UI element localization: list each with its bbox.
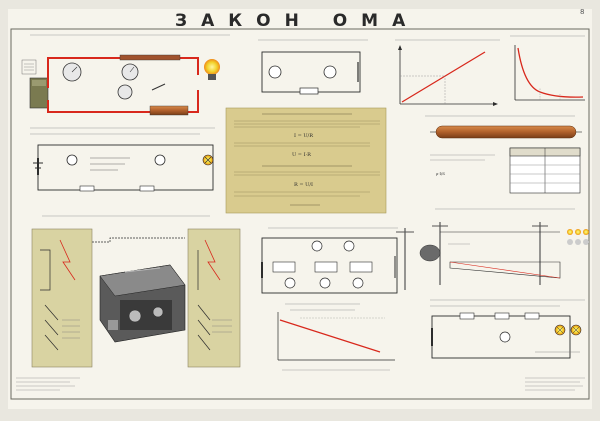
generator-icon: [419, 244, 441, 262]
simple-circuit-diagram: [258, 39, 368, 95]
decay-line-icon: [279, 319, 381, 353]
linear-graph: [395, 39, 500, 106]
gauge-icon: [117, 84, 133, 100]
resistor-rod-icon: [149, 105, 189, 116]
svg-text:ρ·l/S: ρ·l/S: [436, 171, 445, 176]
hyperbola-graph: [510, 35, 585, 101]
poster-title: ЗАКОН ОМА: [175, 11, 419, 31]
relay-device-icon: [99, 264, 186, 343]
circuit-photo-diagram: [21, 34, 230, 116]
conductor-rod-diagram: [425, 115, 582, 139]
poster-frame: [10, 28, 590, 400]
parallel-circuit-diagram: [261, 227, 398, 294]
voltmeter-symbol-icon: [268, 65, 282, 79]
resistance-table: ρ·l/S: [430, 147, 581, 194]
formula-ohm: I = U/R: [294, 133, 313, 139]
bottom-right-circuit: [430, 299, 585, 359]
copper-conductor-icon: [435, 125, 577, 139]
relay-left-panel: [31, 228, 93, 368]
voltage-drop-graph: [277, 303, 395, 371]
wire-red-bottom: [47, 100, 150, 113]
relay-right-panel: [187, 228, 241, 368]
page-number: 8: [580, 8, 584, 16]
series-circuit-diagram: [30, 127, 215, 192]
formula-voltage: U = I·R: [292, 152, 311, 158]
footer-legend-right: [525, 377, 585, 391]
linear-line-icon: [401, 51, 486, 103]
switch-icon: [151, 83, 166, 91]
lamp-icon: [204, 59, 220, 75]
relay-equipment: [31, 215, 241, 368]
footer-legend: [16, 377, 80, 391]
voltage-drop-line-diagram: [396, 208, 589, 290]
formula-panel: I = U/R U = I·R R = U/I: [225, 107, 387, 214]
formula-resistance: R = U/I: [294, 182, 313, 188]
rheostat-icon: [119, 54, 181, 61]
resistor-symbol-icon: [299, 87, 319, 95]
ammeter-symbol-icon: [323, 65, 337, 79]
